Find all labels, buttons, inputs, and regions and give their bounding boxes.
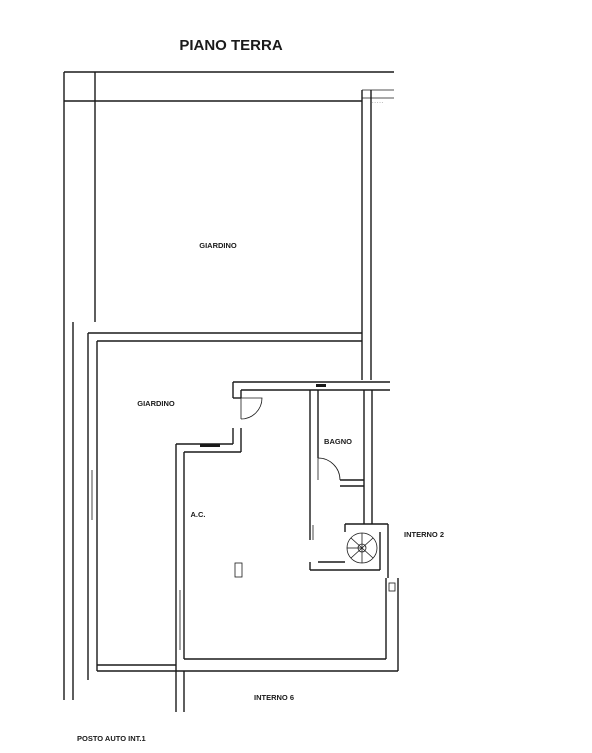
label-ac: A.C. <box>191 510 206 519</box>
plan-title: PIANO TERRA <box>179 37 283 54</box>
lower-partitions <box>175 671 185 712</box>
fixture-box <box>234 562 243 578</box>
label-giardino-lower: GIARDINO <box>137 399 175 408</box>
apartment-walls <box>97 381 399 672</box>
dimension-mark: - - - - - <box>372 99 384 104</box>
entry-door-swing <box>240 397 263 420</box>
upper-garden-boundary: - - - - - <box>63 71 394 700</box>
bathroom-walls <box>309 384 373 540</box>
label-posto-auto: POSTO AUTO INT.1 <box>77 734 146 743</box>
label-interno-2: INTERNO 2 <box>404 530 444 539</box>
bathroom-door-swing <box>317 457 341 481</box>
label-giardino-upper: GIARDINO <box>199 241 237 250</box>
label-interno-6: INTERNO 6 <box>254 693 294 702</box>
label-bagno: BAGNO <box>324 437 352 446</box>
lower-garden-boundary <box>72 322 362 700</box>
spiral-stair <box>309 523 389 578</box>
